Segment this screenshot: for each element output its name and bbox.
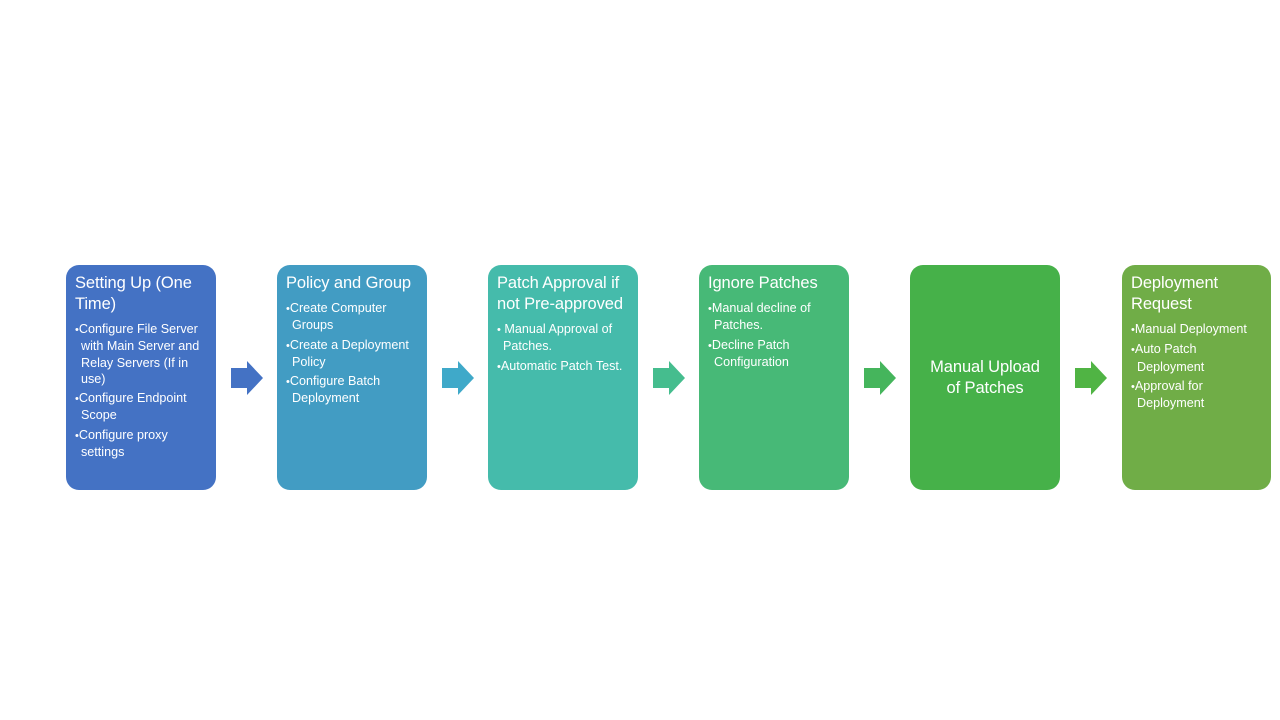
right-arrow-icon — [653, 361, 685, 395]
step-title: Deployment Request — [1131, 274, 1219, 313]
step-patch-approval: Patch Approval if not Pre-approved Manua… — [488, 265, 638, 490]
step-item-list: Manual decline of Patches. Decline Patch… — [708, 300, 840, 370]
step-item-list: Create Computer Groups Create a Deployme… — [286, 300, 418, 407]
right-arrow-icon — [864, 361, 896, 395]
step-item: Auto Patch Deployment — [1131, 341, 1262, 375]
step-title: Patch Approval if not Pre-approved — [497, 274, 623, 313]
right-arrow-icon — [442, 361, 474, 395]
step-item: Automatic Patch Test. — [497, 358, 629, 375]
step-item: Manual Approval of Patches. — [497, 321, 629, 355]
step-title: Policy and Group — [286, 274, 411, 292]
step-title: Manual Upload of Patches — [930, 357, 1040, 397]
step-item: Configure Batch Deployment — [286, 373, 418, 407]
step-policy-and-group: Policy and Group Create Computer Groups … — [277, 265, 427, 490]
step-item: Configure proxy settings — [75, 427, 207, 461]
step-title: Ignore Patches — [708, 274, 818, 292]
step-item-list: Manual Approval of Patches. Automatic Pa… — [497, 321, 629, 375]
step-item: Configure File Server with Main Server a… — [75, 321, 207, 387]
step-title: Setting Up (One Time) — [75, 274, 192, 313]
step-item: Create a Deployment Policy — [286, 337, 418, 371]
step-manual-upload: Manual Upload of Patches — [910, 265, 1060, 490]
step-item: Decline Patch Configuration — [708, 337, 840, 371]
step-item: Create Computer Groups — [286, 300, 418, 334]
step-item-list: Configure File Server with Main Server a… — [75, 321, 207, 460]
right-arrow-icon — [1075, 361, 1107, 395]
step-item: Manual Deployment — [1131, 321, 1262, 338]
step-ignore-patches: Ignore Patches Manual decline of Patches… — [699, 265, 849, 490]
right-arrow-icon — [231, 361, 263, 395]
step-setting-up: Setting Up (One Time) Configure File Ser… — [66, 265, 216, 490]
step-item: Approval for Deployment — [1131, 378, 1262, 412]
step-item: Manual decline of Patches. — [708, 300, 840, 334]
step-item: Configure Endpoint Scope — [75, 390, 207, 424]
step-item-list: Manual Deployment Auto Patch Deployment … — [1131, 321, 1262, 411]
step-deployment-request: Deployment Request Manual Deployment Aut… — [1122, 265, 1271, 490]
